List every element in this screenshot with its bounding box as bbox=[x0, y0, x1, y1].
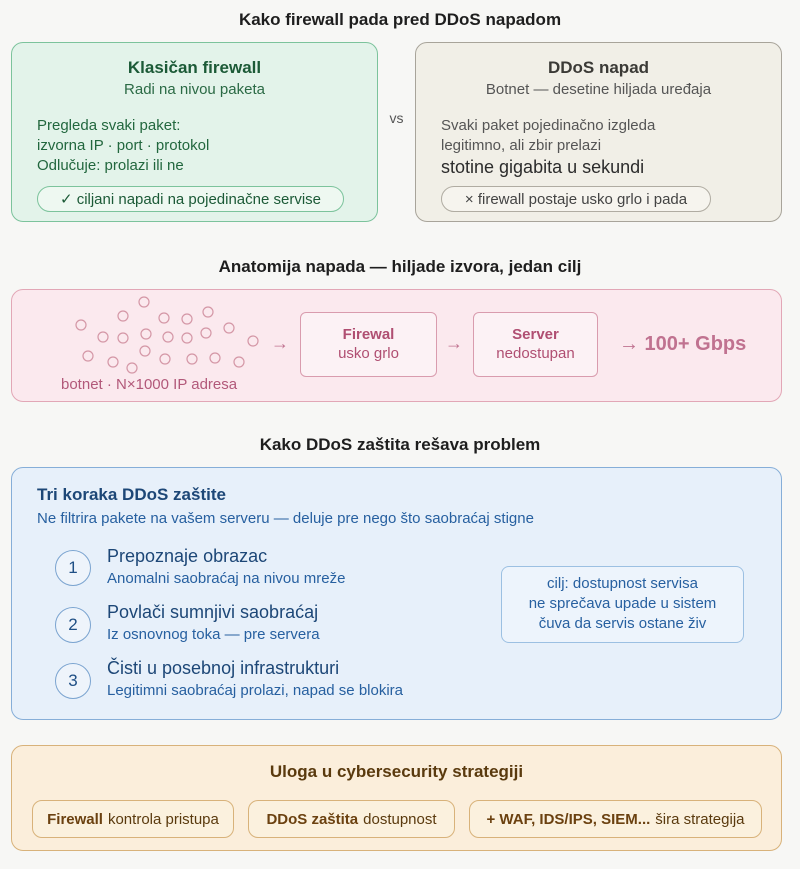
goal-line: cilj: dostupnost servisa bbox=[547, 575, 698, 592]
botnet-node bbox=[181, 332, 193, 344]
arrow-icon: → bbox=[271, 333, 289, 353]
botnet-node bbox=[158, 312, 170, 324]
firewall-card: Klasičan firewall Radi na nivou paketa P… bbox=[11, 42, 378, 222]
firewall-node-title: Firewal bbox=[342, 326, 395, 343]
botnet-node bbox=[138, 296, 150, 308]
botnet-label: botnet · N×1000 IP adresa bbox=[61, 376, 238, 393]
vs-label: vs bbox=[389, 110, 404, 126]
goal-box: cilj: dostupnost servisa ne sprečava upa… bbox=[501, 566, 744, 643]
firewall-line: Pregleda svaki paket: bbox=[37, 117, 181, 134]
botnet-node bbox=[162, 331, 174, 343]
traffic-rate: → 100+ Gbps bbox=[619, 333, 747, 355]
step-number: 2 bbox=[55, 607, 91, 643]
ddos-badge: × firewall postaje usko grlo i pada bbox=[441, 186, 711, 212]
protection-heading: Tri koraka DDoS zaštite bbox=[37, 485, 226, 504]
ddos-subheading: Botnet — desetine hiljada uređaja bbox=[485, 81, 712, 98]
strategy-title: Uloga u cybersecurity strategiji bbox=[269, 762, 524, 781]
botnet-node bbox=[200, 327, 212, 339]
step-title: Povlači sumnjivi saobraćaj bbox=[107, 602, 319, 622]
firewall-line: Odlučuje: prolazi ili ne bbox=[37, 157, 184, 174]
server-node-title: Server bbox=[512, 326, 559, 343]
protection-panel: Tri koraka DDoS zaštite Ne filtrira pake… bbox=[11, 467, 782, 720]
protection-subheading: Ne filtrira pakete na vašem serveru — de… bbox=[37, 510, 534, 527]
step-desc: Legitimni saobraćaj prolazi, napad se bl… bbox=[107, 682, 404, 699]
chip-text: šira strategija bbox=[655, 810, 745, 828]
firewall-node: Firewal usko grlo bbox=[300, 312, 437, 377]
ddos-line: legitimno, ali zbir prelazi bbox=[441, 137, 602, 154]
botnet-node bbox=[117, 310, 129, 322]
step-title: Prepoznaje obrazac bbox=[107, 546, 268, 566]
section3-title: Kako DDoS zaštita rešava problem bbox=[259, 435, 541, 454]
botnet-node bbox=[107, 356, 119, 368]
goal-line: čuva da servis ostane živ bbox=[538, 615, 707, 632]
server-node: Server nedostupan bbox=[473, 312, 598, 377]
botnet-node bbox=[117, 332, 129, 344]
botnet-cluster bbox=[75, 296, 259, 374]
chip-bold: DDoS zaštita bbox=[266, 810, 359, 828]
botnet-node bbox=[233, 356, 245, 368]
botnet-node bbox=[247, 335, 259, 347]
botnet-node bbox=[202, 306, 214, 318]
botnet-node bbox=[181, 313, 193, 325]
ddos-card: DDoS napad Botnet — desetine hiljada ure… bbox=[415, 42, 782, 222]
step-desc: Anomalni saobraćaj na nivou mreže bbox=[107, 570, 346, 587]
goal-line: ne sprečava upade u sistem bbox=[528, 595, 717, 612]
firewall-line: izvorna IP · port · protokol bbox=[37, 137, 210, 154]
botnet-node bbox=[159, 353, 171, 365]
arrow-icon: → bbox=[445, 333, 463, 353]
botnet-node bbox=[139, 345, 151, 357]
server-node-subtitle: nedostupan bbox=[496, 345, 575, 362]
botnet-node bbox=[82, 350, 94, 362]
botnet-node bbox=[97, 331, 109, 343]
step-desc: Iz osnovnog toka — pre servera bbox=[107, 626, 320, 643]
firewall-heading: Klasičan firewall bbox=[127, 58, 262, 77]
strategy-chip: + WAF, IDS/IPS, SIEM...šira strategija bbox=[469, 800, 762, 838]
section1-title: Kako firewall pada pred DDoS napadom bbox=[238, 10, 562, 29]
ddos-emphasis: stotine gigabita u sekundi bbox=[441, 157, 645, 177]
botnet-node bbox=[75, 319, 87, 331]
ddos-line: Svaki paket pojedinačno izgleda bbox=[441, 117, 656, 134]
step-title: Čisti u posebnoj infrastrukturi bbox=[107, 658, 340, 678]
step-number: 3 bbox=[55, 663, 91, 699]
ddos-heading: DDoS napad bbox=[547, 58, 650, 77]
chip-text: dostupnost bbox=[363, 810, 437, 828]
chip-bold: Firewall bbox=[47, 810, 103, 828]
botnet-node bbox=[186, 353, 198, 365]
botnet-node bbox=[223, 322, 235, 334]
attack-panel: botnet · N×1000 IP adresa → Firewal usko… bbox=[11, 289, 782, 402]
botnet-node bbox=[140, 328, 152, 340]
botnet-node bbox=[209, 352, 221, 364]
chip-bold: + WAF, IDS/IPS, SIEM... bbox=[486, 810, 651, 828]
firewall-subheading: Radi na nivou paketa bbox=[124, 81, 265, 98]
firewall-node-subtitle: usko grlo bbox=[338, 345, 399, 362]
botnet-node bbox=[126, 362, 138, 374]
firewall-badge: ✓ ciljani napadi na pojedinačne servise bbox=[37, 186, 344, 212]
step-number: 1 bbox=[55, 550, 91, 586]
section2-title: Anatomija napada — hiljade izvora, jedan… bbox=[218, 257, 582, 276]
chip-text: kontrola pristupa bbox=[107, 810, 219, 828]
